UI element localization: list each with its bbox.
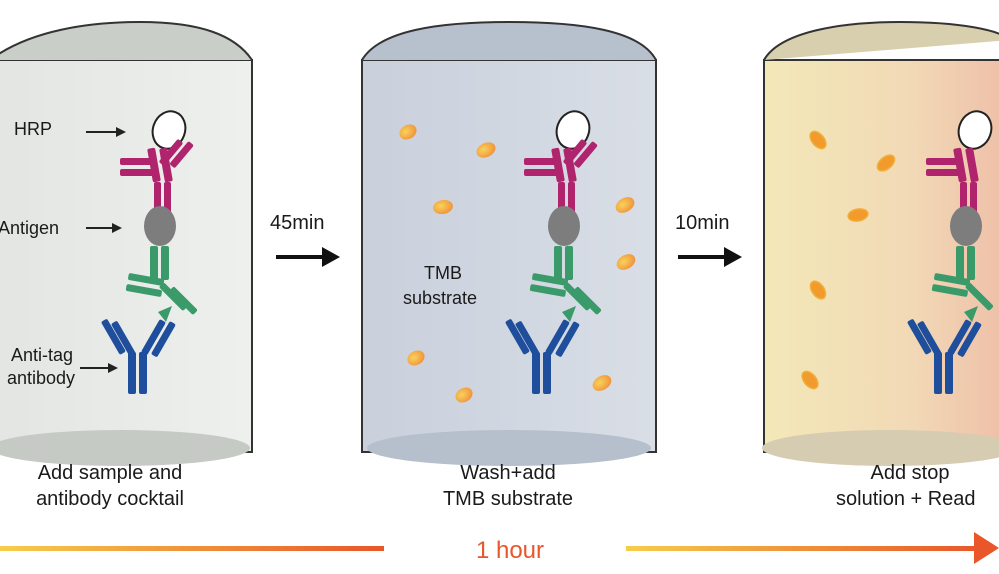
complex-1 (101, 110, 198, 394)
substrate-droplets-2 (399, 124, 636, 403)
label-tmb-line2: substrate (403, 288, 478, 308)
substrate-particles-3 (801, 130, 896, 390)
step-time-2: 10min (675, 212, 730, 234)
timeline-left-bar (0, 546, 384, 551)
well-1 (0, 20, 253, 466)
caption-2-line2: TMB substrate (442, 488, 574, 510)
complex-3 (907, 110, 994, 394)
timeline-arrowhead (974, 532, 999, 564)
caption-3-line2: solution + Read (836, 488, 976, 510)
caption-3-line1: Add stop (870, 462, 950, 484)
well-2 (361, 20, 657, 466)
timeline (0, 532, 999, 564)
step-time-1: 45min (270, 212, 325, 234)
step-arrow-1 (276, 247, 340, 267)
caption-2-line1: Wash+add (460, 462, 556, 484)
label-hrp: HRP (14, 119, 53, 139)
timeline-right-bar (626, 546, 978, 551)
step-arrow-2 (678, 247, 742, 267)
label-anti-tag-line2: antibody (6, 368, 75, 388)
anti-tag-antibody (101, 319, 176, 394)
hrp-enzyme (151, 110, 187, 150)
total-time-label: 1 hour (475, 537, 545, 564)
caption-1-line2: antibody cocktail (36, 488, 184, 510)
secondary-antibody (120, 139, 194, 214)
detection-antibody (125, 246, 198, 322)
antigen (144, 206, 176, 246)
label-arrows-1 (80, 127, 126, 373)
label-anti-tag-line1: Anti-tag (10, 345, 73, 365)
caption-1-line1: Add sample and (37, 462, 183, 484)
label-antigen: Antigen (0, 218, 60, 238)
complex-2 (505, 110, 602, 394)
label-tmb-line1: TMB (424, 263, 462, 283)
